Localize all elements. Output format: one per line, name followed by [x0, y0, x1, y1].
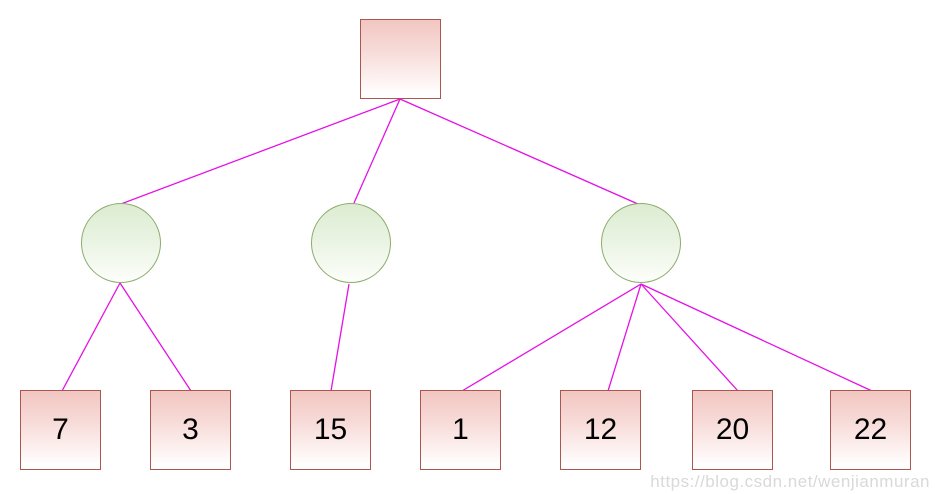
edge-right-circle-to-leaf-20 — [640, 283, 739, 392]
internal-node-middle — [311, 203, 391, 283]
internal-node-left — [81, 203, 161, 283]
edge-left-circle-to-leaf-7 — [61, 282, 121, 392]
edge-middle-circle-to-leaf-15 — [330, 283, 350, 392]
edge-right-circle-to-leaf-12 — [607, 283, 642, 392]
edge-root-to-middle-circle — [353, 98, 401, 204]
edge-right-circle-to-leaf-22 — [640, 283, 873, 392]
leaf-node-3: 3 — [150, 390, 231, 470]
leaf-node-12: 12 — [560, 390, 641, 470]
root-node — [360, 19, 441, 99]
leaf-node-15: 15 — [290, 390, 371, 470]
leaf-node-1: 1 — [420, 390, 501, 470]
edge-right-circle-to-leaf-1 — [461, 283, 642, 392]
edge-root-to-right-circle — [399, 98, 639, 205]
leaf-node-22: 22 — [830, 390, 911, 470]
watermark: https://blog.csdn.net/wenjianmuran — [650, 472, 930, 491]
edge-left-circle-to-leaf-3 — [119, 282, 192, 392]
edge-root-to-left-circle — [120, 98, 401, 205]
leaf-node-20: 20 — [692, 390, 773, 470]
internal-node-right — [601, 203, 681, 283]
leaf-node-7: 7 — [20, 390, 101, 470]
